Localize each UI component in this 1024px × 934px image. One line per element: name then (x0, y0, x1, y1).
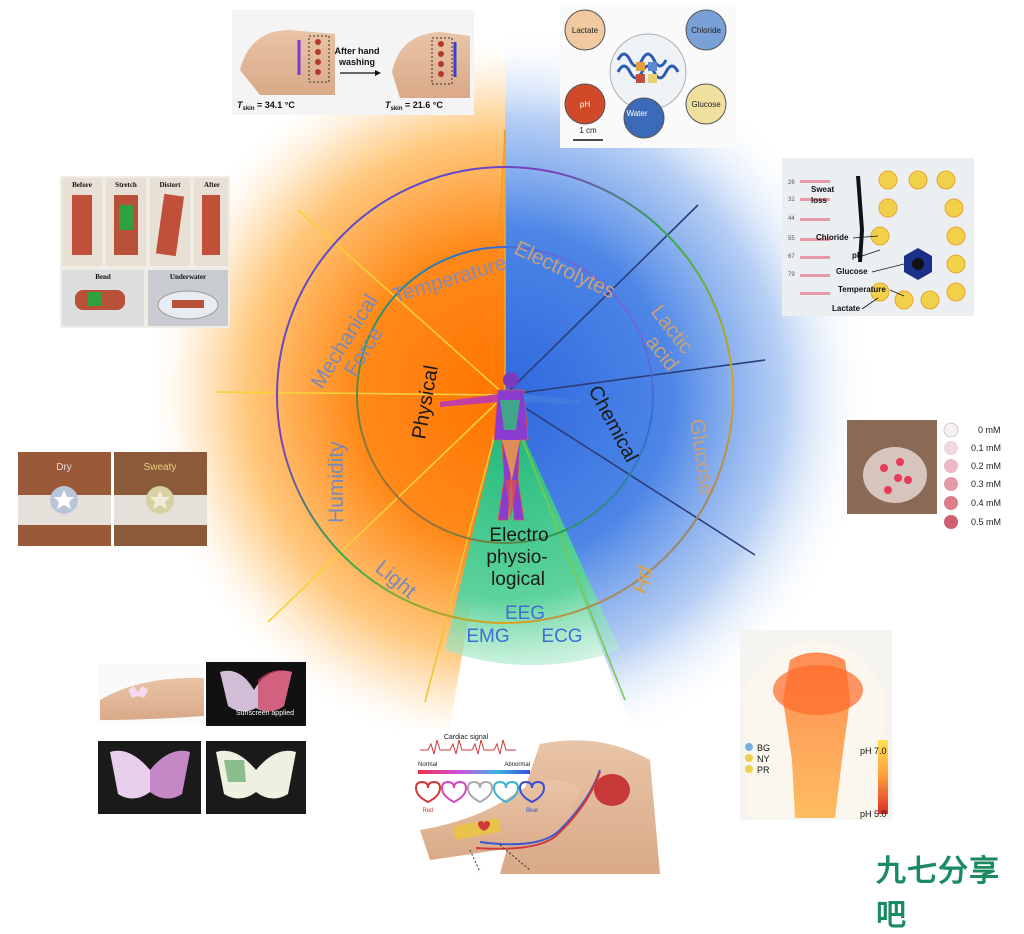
electro-label-2: physio- (486, 547, 547, 568)
ph5-label: pH 5.0 (860, 809, 887, 819)
divider-lactic (504, 359, 766, 396)
dry-label: Dry (56, 462, 72, 473)
ruler: 26 32 44 55 67 79 (788, 180, 795, 278)
ecg-label: ECG (541, 626, 582, 647)
lactate-circle: Lactate (572, 26, 599, 35)
after-label: After (204, 181, 220, 189)
stretch-label: Stretch (115, 181, 137, 189)
divider-temperature (297, 209, 506, 396)
ph-circle: pH (580, 100, 590, 109)
sl-temperature-label: Temperature (838, 285, 886, 294)
underwater-label: Underwater (170, 273, 206, 281)
figure: Physical Chemical Electro physio- logica… (18, 5, 1002, 933)
emg-label: EMG (466, 626, 509, 647)
eeg-label: EEG (505, 603, 545, 624)
divider-lines (214, 129, 766, 703)
bend-label: Bend (95, 273, 111, 281)
chloride-circle: Chloride (691, 26, 721, 35)
panel-glucose: 0 mM 0.1 mM 0.2 mM 0.3 mM 0.4 mM 0.5 mM (847, 420, 1001, 529)
sl-ph-label: pH (852, 251, 863, 260)
sl-lactate-label: Lactate (832, 304, 861, 313)
ph7-label: pH 7.0 (860, 746, 887, 756)
outer-ring (276, 166, 734, 624)
glucose-level-1: 0.1 mM (971, 443, 1001, 453)
divider-light (424, 394, 506, 703)
divider-top-ext (489, 129, 506, 396)
ny-label: NY (757, 754, 770, 764)
svg-text:32: 32 (788, 197, 795, 203)
divider-electro-right (504, 394, 626, 701)
sweaty-label: Sweaty (144, 462, 177, 473)
scale-label: 1 cm (579, 126, 597, 135)
panel-temperature: After hand washing Tskin = 34.1 °C Tskin… (232, 10, 474, 115)
panel-mechanical: Before Stretch Distort After Bend Underw… (60, 176, 230, 328)
sl-chloride-label: Chloride (816, 233, 849, 242)
sunscreen-label: Sunscreen applied (236, 710, 294, 717)
glucose-level-4: 0.4 mM (971, 498, 1001, 508)
normal-label: Normal (418, 762, 437, 768)
panel-humidity: Dry Sweaty (18, 452, 207, 546)
bg-label: BG (757, 743, 770, 753)
svg-text:67: 67 (788, 254, 795, 260)
divider-electrolytes (504, 204, 699, 396)
divider-mechanical (214, 391, 506, 396)
watermark: 九七分享吧 (876, 854, 1000, 933)
distort-label: Distort (160, 181, 182, 189)
tskin-after: Tskin = 21.6 °C (385, 100, 443, 112)
blue-label: Blue (526, 808, 539, 814)
svg-text:79: 79 (788, 272, 795, 278)
panel-ecg: Cardiac signal Normal Abnormal Red Blue (400, 728, 665, 874)
sweat-loss-label-2: loss (811, 196, 828, 205)
inner-ring (356, 246, 654, 544)
pr-label: PR (757, 765, 770, 775)
svg-text:44: 44 (788, 216, 795, 222)
panel-sweatloss: 26 32 44 55 67 79 Sweat loss Chloride pH… (782, 158, 974, 316)
glucose-level-3: 0.3 mM (971, 479, 1001, 489)
svg-text:26: 26 (788, 180, 795, 186)
after-washing-label-1: After hand (335, 46, 380, 56)
glucose-level-0: 0 mM (978, 425, 1001, 435)
human-figure (440, 372, 580, 521)
sl-glucose-label: Glucose (836, 267, 868, 276)
after-washing-label-2: washing (338, 57, 375, 67)
before-label: Before (72, 181, 92, 189)
glucose-level-2: 0.2 mM (971, 461, 1001, 471)
tskin-before: Tskin = 34.1 °C (237, 100, 295, 112)
abnormal-label: Abnormal (504, 762, 530, 768)
electro-label-1: Electro (489, 525, 548, 546)
glucose-level-5: 0.5 mM (971, 517, 1001, 527)
panel-light: Sunscreen applied (98, 662, 306, 814)
red-label: Red (422, 808, 433, 814)
sensing-diagram: Physical Chemical Electro physio- logica… (18, 5, 1002, 874)
svg-text:55: 55 (788, 236, 795, 242)
panel-electrolytes: Lactate Chloride pH Water Glucose 1 cm (560, 5, 736, 148)
humidity-label: Humidity (325, 441, 348, 523)
cardiac-signal-label: Cardiac signal (444, 734, 489, 741)
electro-sector (445, 395, 620, 666)
water-circle: Water (626, 109, 647, 118)
divider-humidity (267, 394, 506, 623)
sweat-loss-label-1: Sweat (811, 185, 834, 194)
glucose-circle: Glucose (691, 100, 721, 109)
panel-ph: BG NY PR pH 7.0 pH 5.0 (740, 630, 892, 820)
electro-label-3: logical (491, 569, 545, 590)
